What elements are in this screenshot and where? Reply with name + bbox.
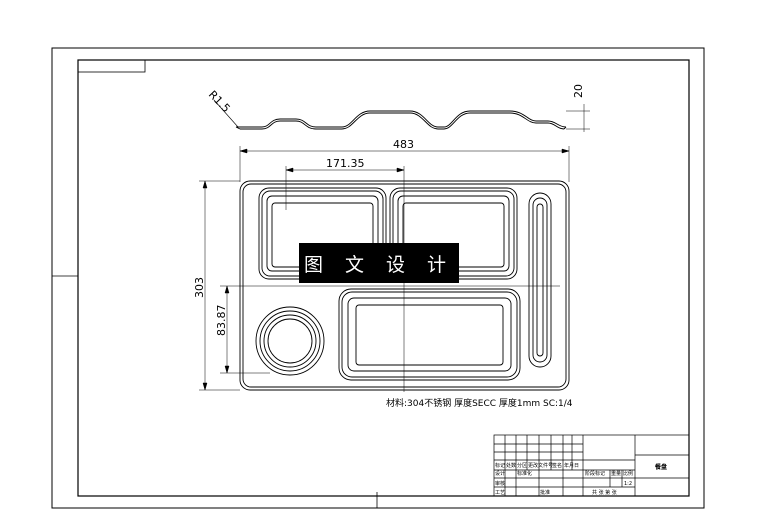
- tb-label-1: 标记: [495, 462, 505, 469]
- inner-frame: [77, 59, 690, 497]
- tb-weight: 重量: [611, 470, 621, 477]
- tb-review: 审核: [495, 480, 505, 487]
- watermark-box: 图 文 设 计: [299, 243, 459, 283]
- tb-design: 设计: [495, 470, 505, 477]
- plan-view: [239, 180, 570, 391]
- tb-standard: 标准化: [517, 470, 532, 477]
- watermark-text: 图 文 设 计: [303, 253, 455, 276]
- center-lines: [320, 210, 560, 392]
- height-dim-label: 20: [572, 84, 585, 98]
- tb-label-5: 签名: [552, 462, 562, 469]
- tb-label-6: 年月日: [564, 462, 579, 469]
- side-view: [213, 99, 590, 132]
- tb-scale-value: 1:2: [624, 481, 632, 487]
- tb-part-name: 餐盘: [654, 463, 667, 471]
- lower-height-label: 83.87: [215, 305, 228, 337]
- outer-frame: [51, 47, 705, 509]
- title-block-text: 标记 处数 分区 更改文件号 签名 年月日 设计 标准化 阶段标记 重量 比例 …: [495, 462, 667, 496]
- tb-label-4: 更改文件号: [528, 462, 553, 469]
- overall-height-label: 303: [193, 277, 206, 298]
- radius-dim-label: R1.5: [206, 88, 233, 115]
- height-dimensions: [199, 180, 320, 391]
- tb-label-3: 分区: [517, 462, 527, 469]
- material-note: 材料:304不锈钢 厚度SECC 厚度1mm SC:1/4: [386, 397, 573, 409]
- title-block: [493, 434, 690, 497]
- tb-scale-label: 比例: [623, 470, 633, 477]
- tb-sheet: 共 张 第 张: [592, 489, 617, 496]
- tb-process: 工艺: [495, 490, 505, 496]
- overall-width-label: 483: [393, 138, 414, 151]
- tb-stage: 阶段标记: [585, 470, 605, 477]
- tb-approve: 批准: [540, 489, 550, 496]
- tb-label-2: 处数: [506, 462, 516, 469]
- compartment-width-label: 171.35: [326, 157, 365, 170]
- width-dimension: [239, 146, 570, 210]
- corner-box: [77, 59, 146, 73]
